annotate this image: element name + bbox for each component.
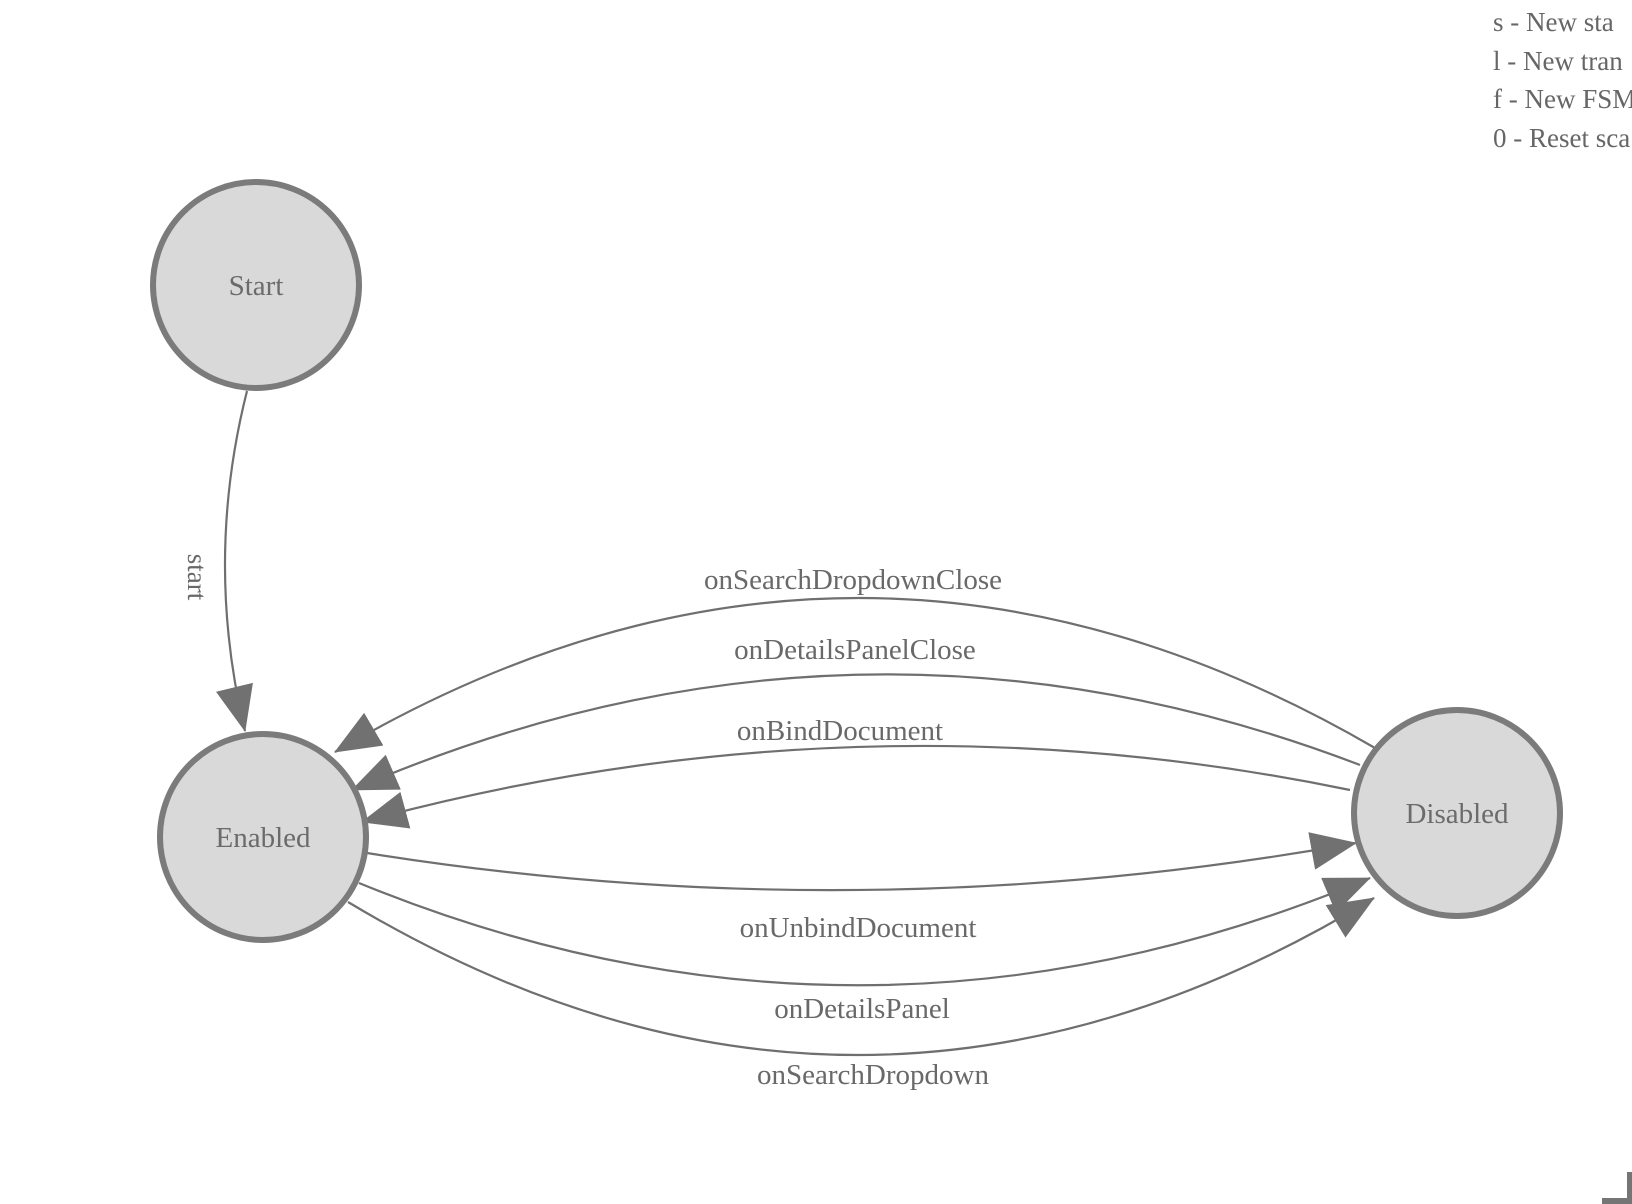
- state-circle-start[interactable]: [150, 179, 362, 391]
- transition-path-onDetailsPanelClose[interactable]: [351, 673, 1361, 792]
- shortcut-help-line-new-transition: l - New tran: [1493, 45, 1623, 76]
- transition-label-onUnbindDocument: onUnbindDocument: [740, 912, 977, 944]
- transition-path-onBindDocument[interactable]: [361, 744, 1351, 829]
- offscreen-corner-horizontal-bar: [1602, 1198, 1632, 1204]
- transition-onSearchDropdownClose: onSearchDropdownClose: [334, 564, 1376, 753]
- state-label-disabled: Disabled: [1405, 798, 1509, 830]
- transition-label-onSearchDropdownClose: onSearchDropdownClose: [704, 564, 1002, 596]
- state-label-enabled: Enabled: [215, 822, 311, 854]
- state-node-disabled: Disabled: [1351, 707, 1563, 919]
- state-node-start: Start: [150, 179, 362, 391]
- transition-path-onUnbindDocument[interactable]: [366, 832, 1357, 892]
- node-group: Start Enabled Disabled: [150, 179, 1563, 943]
- transition-onDetailsPanelClose: onDetailsPanelClose: [351, 634, 1361, 792]
- edge-group: start onSearchDropdownClose onDetailsPan…: [182, 390, 1376, 1091]
- state-label-start: Start: [229, 270, 284, 302]
- transition-label-start: start: [182, 554, 212, 601]
- state-circle-disabled[interactable]: [1351, 707, 1563, 919]
- transition-label-onSearchDropdown: onSearchDropdown: [757, 1059, 989, 1091]
- transition-onUnbindDocument: onUnbindDocument: [366, 832, 1357, 944]
- transition-onSearchDropdown: onSearchDropdown: [347, 897, 1375, 1091]
- transition-onBindDocument: onBindDocument: [361, 715, 1351, 829]
- transition-path-start[interactable]: [215, 390, 253, 732]
- transition-path-onDetailsPanel[interactable]: [358, 876, 1371, 987]
- transition-label-onBindDocument: onBindDocument: [737, 715, 943, 747]
- state-circle-enabled[interactable]: [157, 731, 369, 943]
- shortcut-help-line-new-fsm: f - New FSM: [1493, 84, 1632, 114]
- transition-label-onDetailsPanelClose: onDetailsPanelClose: [734, 634, 976, 666]
- shortcut-help-line-reset-scale: 0 - Reset sca: [1493, 122, 1631, 153]
- state-node-enabled: Enabled: [157, 731, 369, 943]
- shortcut-help-line-new-state: s - New sta: [1493, 7, 1614, 37]
- transition-start: start: [182, 390, 253, 732]
- transition-onDetailsPanel: onDetailsPanel: [358, 876, 1371, 1025]
- transition-path-onSearchDropdownClose[interactable]: [334, 596, 1376, 753]
- transition-label-onDetailsPanel: onDetailsPanel: [774, 993, 950, 1025]
- offscreen-corner-vertical-bar: [1627, 1172, 1632, 1204]
- shortcut-help-panel: s - New sta l - New tran f - New FSM 0 -…: [1493, 3, 1632, 157]
- transition-path-onSearchDropdown[interactable]: [347, 897, 1375, 1057]
